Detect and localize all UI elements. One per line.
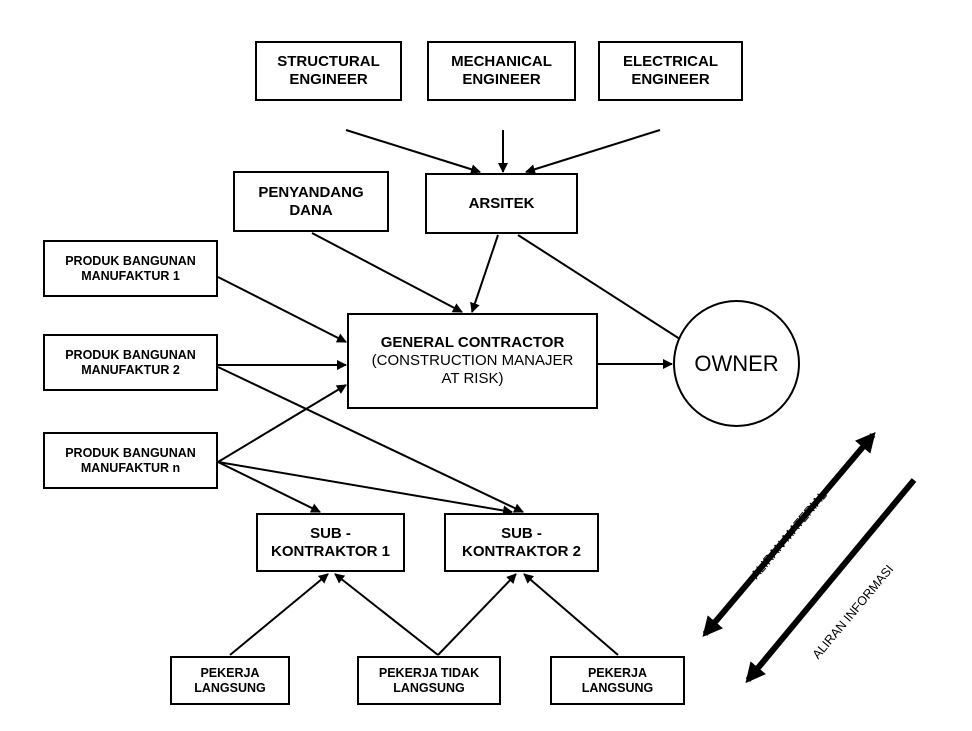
arrow-produkn-to-sub1 [217, 461, 321, 513]
general-contractor-title: GENERAL CONTRACTOR [380, 334, 565, 352]
electrical-engineer-line2: ENGINEER [631, 71, 710, 88]
produk-2-line2: MANUFAKTUR 2 [81, 362, 180, 377]
general-contractor-box: GENERAL CONTRACTOR (CONSTRUCTION MANAJER… [347, 313, 598, 409]
electrical-engineer-line1: ELECTRICAL [623, 53, 718, 71]
sub-1-line2: KONTRAKTOR 1 [271, 542, 390, 560]
construction-manajer-line: (CONSTRUCTION MANAJER [371, 352, 574, 370]
arrow-produk2-to-sub2 [217, 366, 524, 513]
produk-manufaktur-1-box: PRODUK BANGUNAN MANUFAKTUR 1 [43, 240, 218, 297]
produk-1-line1: PRODUK BANGUNAN [65, 253, 196, 268]
structural-engineer-box: STRUCTURAL ENGINEER [255, 41, 402, 101]
mechanical-engineer-line1: MECHANICAL [451, 53, 552, 71]
owner-circle: OWNER [673, 300, 800, 427]
produk-manufaktur-2-box: PRODUK BANGUNAN MANUFAKTUR 2 [43, 334, 218, 391]
produk-n-line1: PRODUK BANGUNAN [65, 445, 196, 460]
penyandang-dana-line1: PENYANDANG [258, 183, 364, 201]
sub-2-line2: KONTRAKTOR 2 [462, 542, 581, 560]
arrow-arsitek-to-owner [517, 234, 698, 351]
arrow-electrical-to-arsitek [525, 129, 661, 175]
sub-kontraktor-2-box: SUB - KONTRAKTOR 2 [444, 513, 599, 572]
arrow-produkn-to-sub2 [217, 461, 513, 516]
arrow-arsitek-to-gc [470, 234, 499, 313]
sub-2-line1: SUB - [501, 524, 542, 542]
arrow-penyandang-to-gc [311, 232, 463, 313]
arrow-produk1-to-gc [217, 276, 347, 343]
pekerja-left-line1: PEKERJA [200, 665, 260, 680]
pekerja-right-line2: LANGSUNG [581, 680, 654, 695]
owner-label: OWNER [694, 350, 779, 376]
pekerja-left-line2: LANGSUNG [194, 680, 266, 695]
aliran-informasi-arrow [745, 478, 917, 684]
pekerja-langsung-right-box: PEKERJA LANGSUNG [550, 656, 685, 705]
pekerja-tidak-line1: PEKERJA TIDAK [378, 665, 480, 680]
pekerja-right-line1: PEKERJA [587, 665, 648, 680]
arrow-pekerja-tidak-to-sub2 [437, 573, 517, 656]
pekerja-langsung-left-box: PEKERJA LANGSUNG [170, 656, 290, 705]
electrical-engineer-box: ELECTRICAL ENGINEER [598, 41, 743, 101]
produk-manufaktur-n-box: PRODUK BANGUNAN MANUFAKTUR n [43, 432, 218, 489]
produk-2-line1: PRODUK BANGUNAN [65, 347, 196, 362]
arrow-pekerja-tidak-to-sub1 [334, 573, 439, 656]
arrow-structural-to-arsitek [345, 129, 481, 175]
produk-n-line2: MANUFAKTUR n [80, 460, 181, 475]
penyandang-dana-box: PENYANDANG DANA [233, 171, 389, 232]
arrow-pekerja-left-to-sub1 [229, 573, 329, 656]
mechanical-engineer-box: MECHANICAL ENGINEER [427, 41, 576, 101]
arrow-pekerja-right-to-sub2 [523, 573, 619, 656]
sub-1-line1: SUB - [310, 524, 351, 542]
aliran-material-arrow [702, 431, 876, 638]
arsitek-label: ARSITEK [468, 194, 535, 212]
pekerja-tidak-langsung-box: PEKERJA TIDAK LANGSUNG [357, 656, 501, 705]
produk-1-line2: MANUFAKTUR 1 [81, 268, 180, 283]
pekerja-tidak-line2: LANGSUNG [393, 680, 465, 695]
penyandang-dana-line2: DANA [289, 201, 333, 219]
structural-engineer-line2: ENGINEER [289, 71, 368, 88]
sub-kontraktor-1-box: SUB - KONTRAKTOR 1 [256, 513, 405, 572]
arsitek-box: ARSITEK [425, 173, 578, 234]
mechanical-engineer-line2: ENGINEER [462, 71, 541, 88]
structural-engineer-line1: STRUCTURAL [277, 53, 380, 71]
at-risk-line: AT RISK) [441, 369, 504, 387]
arrow-produkn-to-gc [217, 384, 347, 463]
